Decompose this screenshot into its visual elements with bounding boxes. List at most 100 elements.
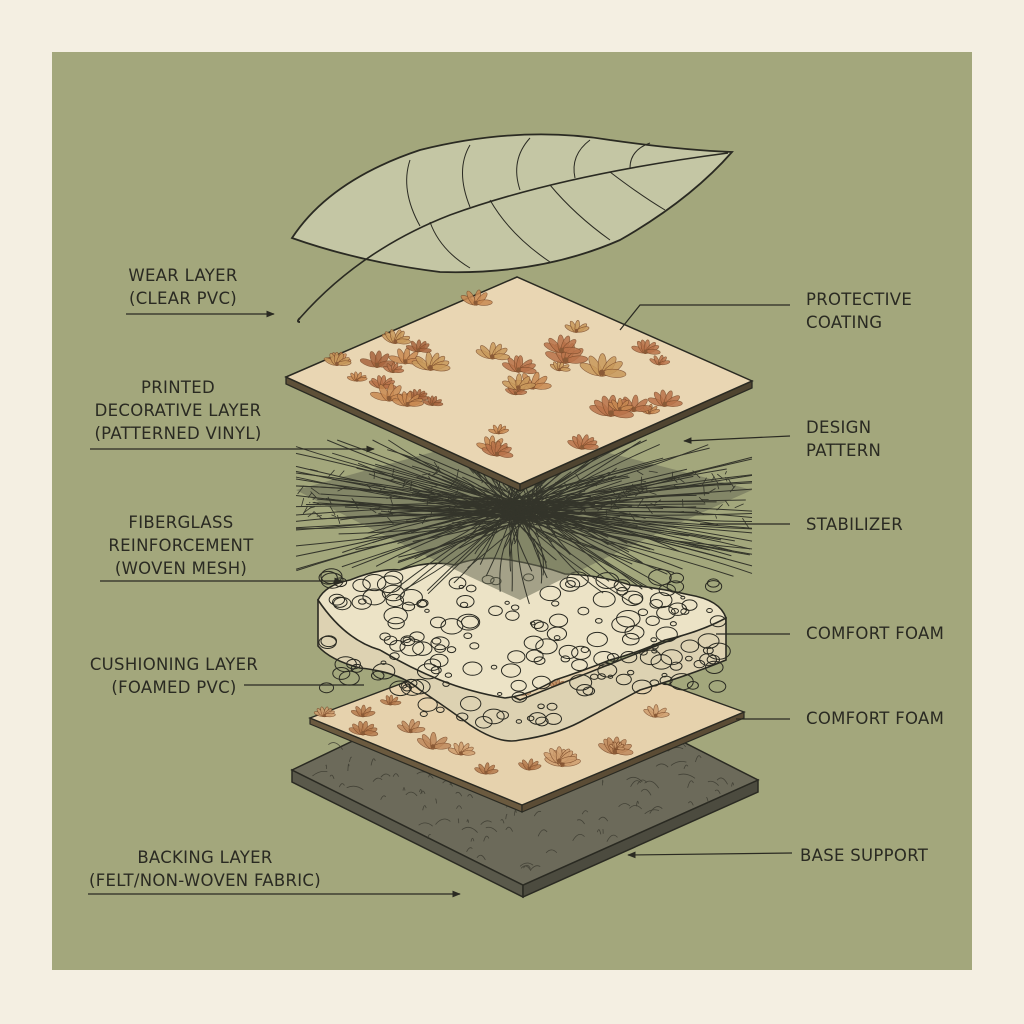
foam-bubbles bbox=[510, 679, 527, 692]
mesh-fibers bbox=[525, 468, 688, 510]
felt-texture bbox=[328, 742, 344, 750]
foam-bubbles bbox=[697, 633, 720, 649]
foam-bubbles bbox=[669, 673, 694, 691]
floral-motif bbox=[346, 371, 368, 382]
foam-bubbles bbox=[613, 579, 631, 592]
label-wear-layer: WEAR LAYER (CLEAR PVC) bbox=[108, 264, 258, 310]
floral-motif bbox=[647, 389, 683, 407]
felt-texture bbox=[338, 783, 345, 788]
floral-motif bbox=[543, 746, 578, 764]
felt-texture bbox=[457, 818, 460, 824]
mesh-fibers bbox=[529, 502, 750, 556]
foam-bubbles bbox=[651, 648, 658, 654]
foam-bubbles bbox=[571, 645, 591, 660]
foam-bubbles bbox=[381, 584, 405, 602]
foam-bubbles bbox=[553, 635, 561, 641]
felt-texture bbox=[572, 833, 585, 842]
foam-bubbles bbox=[621, 632, 640, 646]
mesh-fibers bbox=[462, 476, 518, 520]
foam-bubbles bbox=[704, 580, 723, 593]
foam-bubbles bbox=[458, 584, 465, 589]
label-protective-line2: COATING bbox=[806, 313, 883, 332]
floral-motif bbox=[502, 373, 536, 391]
foam-bubbles bbox=[648, 568, 672, 586]
label-printed-line3: (PATTERNED VINYL) bbox=[94, 424, 262, 443]
felt-texture bbox=[705, 797, 709, 803]
mesh-fibers bbox=[295, 485, 526, 516]
felt-texture bbox=[695, 755, 702, 763]
foam-bubbles bbox=[526, 715, 535, 722]
felt-texture bbox=[456, 805, 462, 809]
foam-bubbles bbox=[559, 576, 581, 592]
felt-texture bbox=[325, 764, 328, 769]
floral-motif bbox=[348, 720, 379, 737]
foam-bubbles bbox=[638, 649, 648, 656]
felt-texture bbox=[602, 779, 604, 786]
felt-texture bbox=[505, 813, 508, 820]
foam-bubbles bbox=[655, 626, 678, 643]
foam-bubbles bbox=[379, 632, 391, 641]
felt-texture bbox=[644, 780, 660, 789]
foam-bubbles bbox=[706, 608, 713, 614]
foam-bubbles bbox=[628, 594, 643, 605]
mesh-fibers bbox=[374, 503, 532, 508]
felt-texture bbox=[707, 780, 719, 786]
felt-texture bbox=[476, 854, 486, 861]
floral-motif bbox=[475, 342, 511, 361]
felt-texture bbox=[606, 834, 618, 842]
label-backing-line2: (FELT/NON-WOVEN FABRIC) bbox=[89, 871, 321, 890]
foam-bubbles bbox=[402, 636, 412, 644]
foam-bubbles bbox=[621, 590, 644, 607]
felt-texture bbox=[626, 776, 643, 783]
label-fiberglass-layer: FIBERGLASS REINFORCEMENT (WOVEN MESH) bbox=[96, 511, 266, 580]
foam-bubbles bbox=[650, 637, 658, 643]
floral-motif bbox=[643, 704, 670, 718]
foam-bubbles bbox=[417, 697, 438, 712]
foam-bubbles bbox=[515, 719, 523, 724]
felt-texture bbox=[329, 774, 335, 780]
foam-bubbles bbox=[626, 669, 635, 676]
foam-bubbles bbox=[510, 604, 520, 611]
mesh-fibers bbox=[500, 501, 516, 543]
foam-bubbles bbox=[482, 708, 505, 725]
felt-texture bbox=[520, 865, 532, 872]
foam-bubbles bbox=[465, 584, 477, 593]
mesh-fibers bbox=[527, 518, 753, 555]
foam-bubbles bbox=[358, 598, 367, 605]
felt-texture bbox=[598, 816, 609, 822]
mesh-fibers bbox=[517, 518, 530, 605]
foam-bubbles bbox=[429, 616, 447, 629]
felt-texture bbox=[480, 820, 492, 825]
foam-bubbles bbox=[429, 653, 449, 668]
mesh-fibers bbox=[317, 498, 530, 516]
felt-texture bbox=[467, 794, 473, 799]
foam-bubbles bbox=[597, 663, 618, 678]
felt-texture bbox=[630, 780, 642, 788]
mesh-fibers bbox=[506, 499, 543, 584]
label-cushioning-layer: CUSHIONING LAYER (FOAMED PVC) bbox=[86, 653, 262, 699]
label-comfort-foam-2: COMFORT FOAM bbox=[806, 709, 945, 728]
foam-bubbles bbox=[412, 641, 433, 656]
felt-texture bbox=[461, 826, 478, 833]
foam-bubbles bbox=[416, 599, 428, 608]
felt-texture bbox=[435, 798, 437, 804]
floral-motif bbox=[518, 758, 542, 771]
felt-texture bbox=[466, 819, 469, 823]
mesh-fibers bbox=[536, 439, 647, 502]
foam-bubbles bbox=[334, 656, 357, 673]
label-base-support: BASE SUPPORT bbox=[800, 846, 929, 865]
label-backing-line1: BACKING LAYER bbox=[137, 848, 273, 867]
mesh-fibers bbox=[312, 502, 506, 518]
felt-texture bbox=[500, 819, 505, 824]
foam-bubbles bbox=[456, 613, 481, 631]
foam-bubbles bbox=[702, 646, 714, 655]
felt-texture bbox=[683, 764, 689, 770]
foam-bubbles bbox=[706, 654, 721, 665]
label-printed-line1: PRINTED bbox=[141, 378, 215, 397]
felt-texture bbox=[523, 864, 531, 869]
foam-bubbles bbox=[456, 712, 469, 722]
foam-bubbles bbox=[607, 674, 614, 679]
floral-motif bbox=[474, 762, 499, 775]
mesh-fibers bbox=[505, 508, 643, 590]
label-design-line1: DESIGN bbox=[806, 418, 872, 437]
